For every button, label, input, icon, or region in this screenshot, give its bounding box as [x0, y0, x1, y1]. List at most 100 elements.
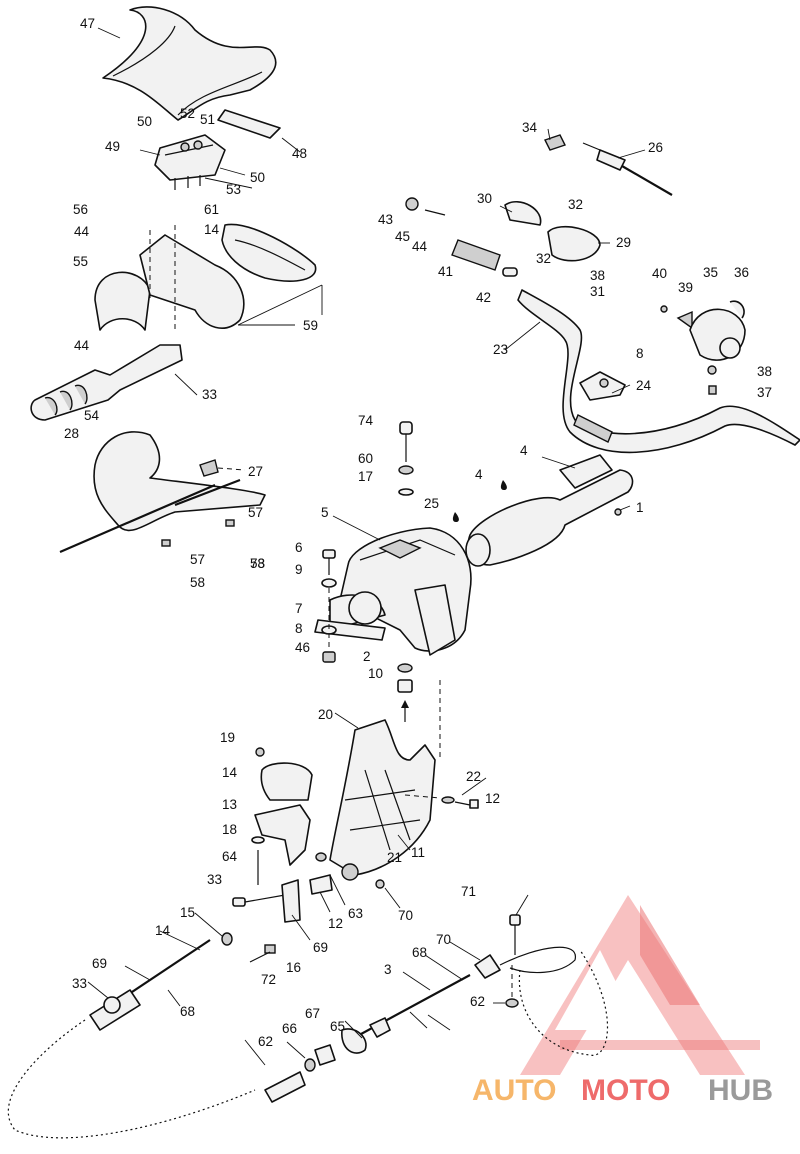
clamp-assembly: [232, 747, 333, 963]
part-callout-74: 74: [358, 413, 374, 428]
part-callout-47: 47: [80, 16, 95, 31]
part-callout-6: 6: [295, 540, 303, 555]
part-callout-33: 33: [207, 872, 222, 887]
part-callout-55: 55: [73, 254, 88, 269]
watermark-logo: [520, 895, 760, 1075]
steering-column-17: [452, 454, 634, 567]
part-callout-58: 58: [190, 575, 205, 590]
part-callout-62: 62: [258, 1034, 273, 1049]
part-callout-50: 50: [250, 170, 265, 185]
part-callout-67: 67: [305, 1006, 320, 1021]
part-callout-23: 23: [493, 342, 508, 357]
part-callout-20: 20: [318, 707, 333, 722]
part-callout-25: 25: [424, 496, 439, 511]
part-callout-10: 10: [368, 666, 383, 681]
part-callout-33: 33: [202, 387, 217, 402]
part-callout-43: 43: [378, 212, 393, 227]
part-callout-30: 30: [477, 191, 492, 206]
bolt-stack-73: [398, 421, 414, 496]
part-callout-64: 64: [222, 849, 238, 864]
part-callout-56: 56: [73, 202, 88, 217]
part-callout-71: 71: [461, 884, 476, 899]
part-callout-70: 70: [436, 932, 451, 947]
part-callout-29: 29: [616, 235, 631, 250]
part-callout-49: 49: [105, 139, 120, 154]
part-callout-1: 1: [636, 500, 644, 515]
watermark-part-hub: HUB: [708, 1074, 773, 1107]
part-callout-57: 57: [190, 552, 205, 567]
part-callout-39: 39: [678, 280, 693, 295]
part-callout-50: 50: [137, 114, 152, 129]
part-callout-58: 58: [250, 556, 265, 571]
part-callout-70: 70: [398, 908, 413, 923]
part-callout-44: 44: [412, 239, 428, 254]
part-callout-40: 40: [652, 266, 667, 281]
part-callout-16: 16: [286, 960, 301, 975]
nut-2: [397, 663, 441, 760]
part-callout-44: 44: [74, 224, 90, 239]
watermark-part-moto: MOTO: [581, 1074, 670, 1107]
part-callout-68: 68: [412, 945, 427, 960]
part-callout-57: 57: [248, 505, 263, 520]
part-callout-63: 63: [348, 906, 363, 921]
part-callout-27: 27: [248, 464, 263, 479]
part-callout-12: 12: [485, 791, 500, 806]
part-callout-28: 28: [64, 426, 79, 441]
part-callout-3: 3: [384, 962, 392, 977]
part-callout-60: 60: [358, 451, 373, 466]
part-callout-31: 31: [590, 284, 605, 299]
part-callout-44: 44: [74, 338, 90, 353]
part-callout-33: 33: [72, 976, 87, 991]
part-callout-5: 5: [321, 505, 329, 520]
part-callout-34: 34: [522, 120, 538, 135]
part-callout-22: 22: [466, 769, 481, 784]
part-callout-61: 61: [204, 202, 219, 217]
part-callout-17: 17: [358, 469, 373, 484]
handlebar-23: [517, 289, 800, 454]
part-callout-7: 7: [295, 601, 303, 616]
part-callout-9: 9: [295, 562, 303, 577]
support-bracket-10: [329, 719, 436, 889]
part-callout-38: 38: [757, 364, 772, 379]
part-callout-52: 52: [180, 106, 195, 121]
bolt-13: [404, 794, 479, 809]
steering-housing-1: [329, 527, 472, 656]
part-callout-13: 13: [222, 797, 237, 812]
part-callout-8: 8: [295, 621, 303, 636]
part-callout-62: 62: [470, 994, 485, 1009]
part-callout-42: 42: [476, 290, 491, 305]
leader-lines: [87, 27, 646, 1066]
control-cables: [7, 914, 609, 1139]
part-callout-24: 24: [636, 378, 652, 393]
part-callout-14: 14: [155, 923, 171, 938]
part-callout-19: 19: [220, 730, 235, 745]
part-callout-32: 32: [536, 251, 551, 266]
cable-guide-bracket: [59, 431, 266, 554]
seat-47: [102, 6, 277, 121]
part-callout-12: 12: [328, 916, 343, 931]
part-callout-68: 68: [180, 1004, 195, 1019]
part-callout-72: 72: [261, 972, 276, 987]
part-callout-2: 2: [363, 649, 371, 664]
part-callout-8: 8: [636, 346, 644, 361]
part-callout-14: 14: [204, 222, 220, 237]
throttle-lever-assembly: [405, 197, 601, 277]
part-callout-32: 32: [568, 197, 583, 212]
part-callout-11: 11: [411, 845, 425, 860]
part-callout-66: 66: [282, 1021, 297, 1036]
watermark-text: AUTO MOTO HUB: [472, 1074, 773, 1107]
part-callout-4: 4: [475, 467, 483, 482]
part-callout-36: 36: [734, 265, 749, 280]
part-callout-18: 18: [222, 822, 237, 837]
watermark-part-auto: AUTO: [472, 1074, 556, 1107]
riser-block-24: [579, 371, 626, 401]
part-callout-38: 38: [590, 268, 605, 283]
part-callout-73: 73: [250, 556, 265, 571]
part-callout-48: 48: [292, 146, 307, 161]
part-callout-21: 21: [387, 850, 402, 865]
part-callout-69: 69: [313, 940, 328, 955]
part-callout-14: 14: [222, 765, 238, 780]
cable-part-26: [544, 134, 673, 196]
part-callout-4: 4: [520, 443, 528, 458]
